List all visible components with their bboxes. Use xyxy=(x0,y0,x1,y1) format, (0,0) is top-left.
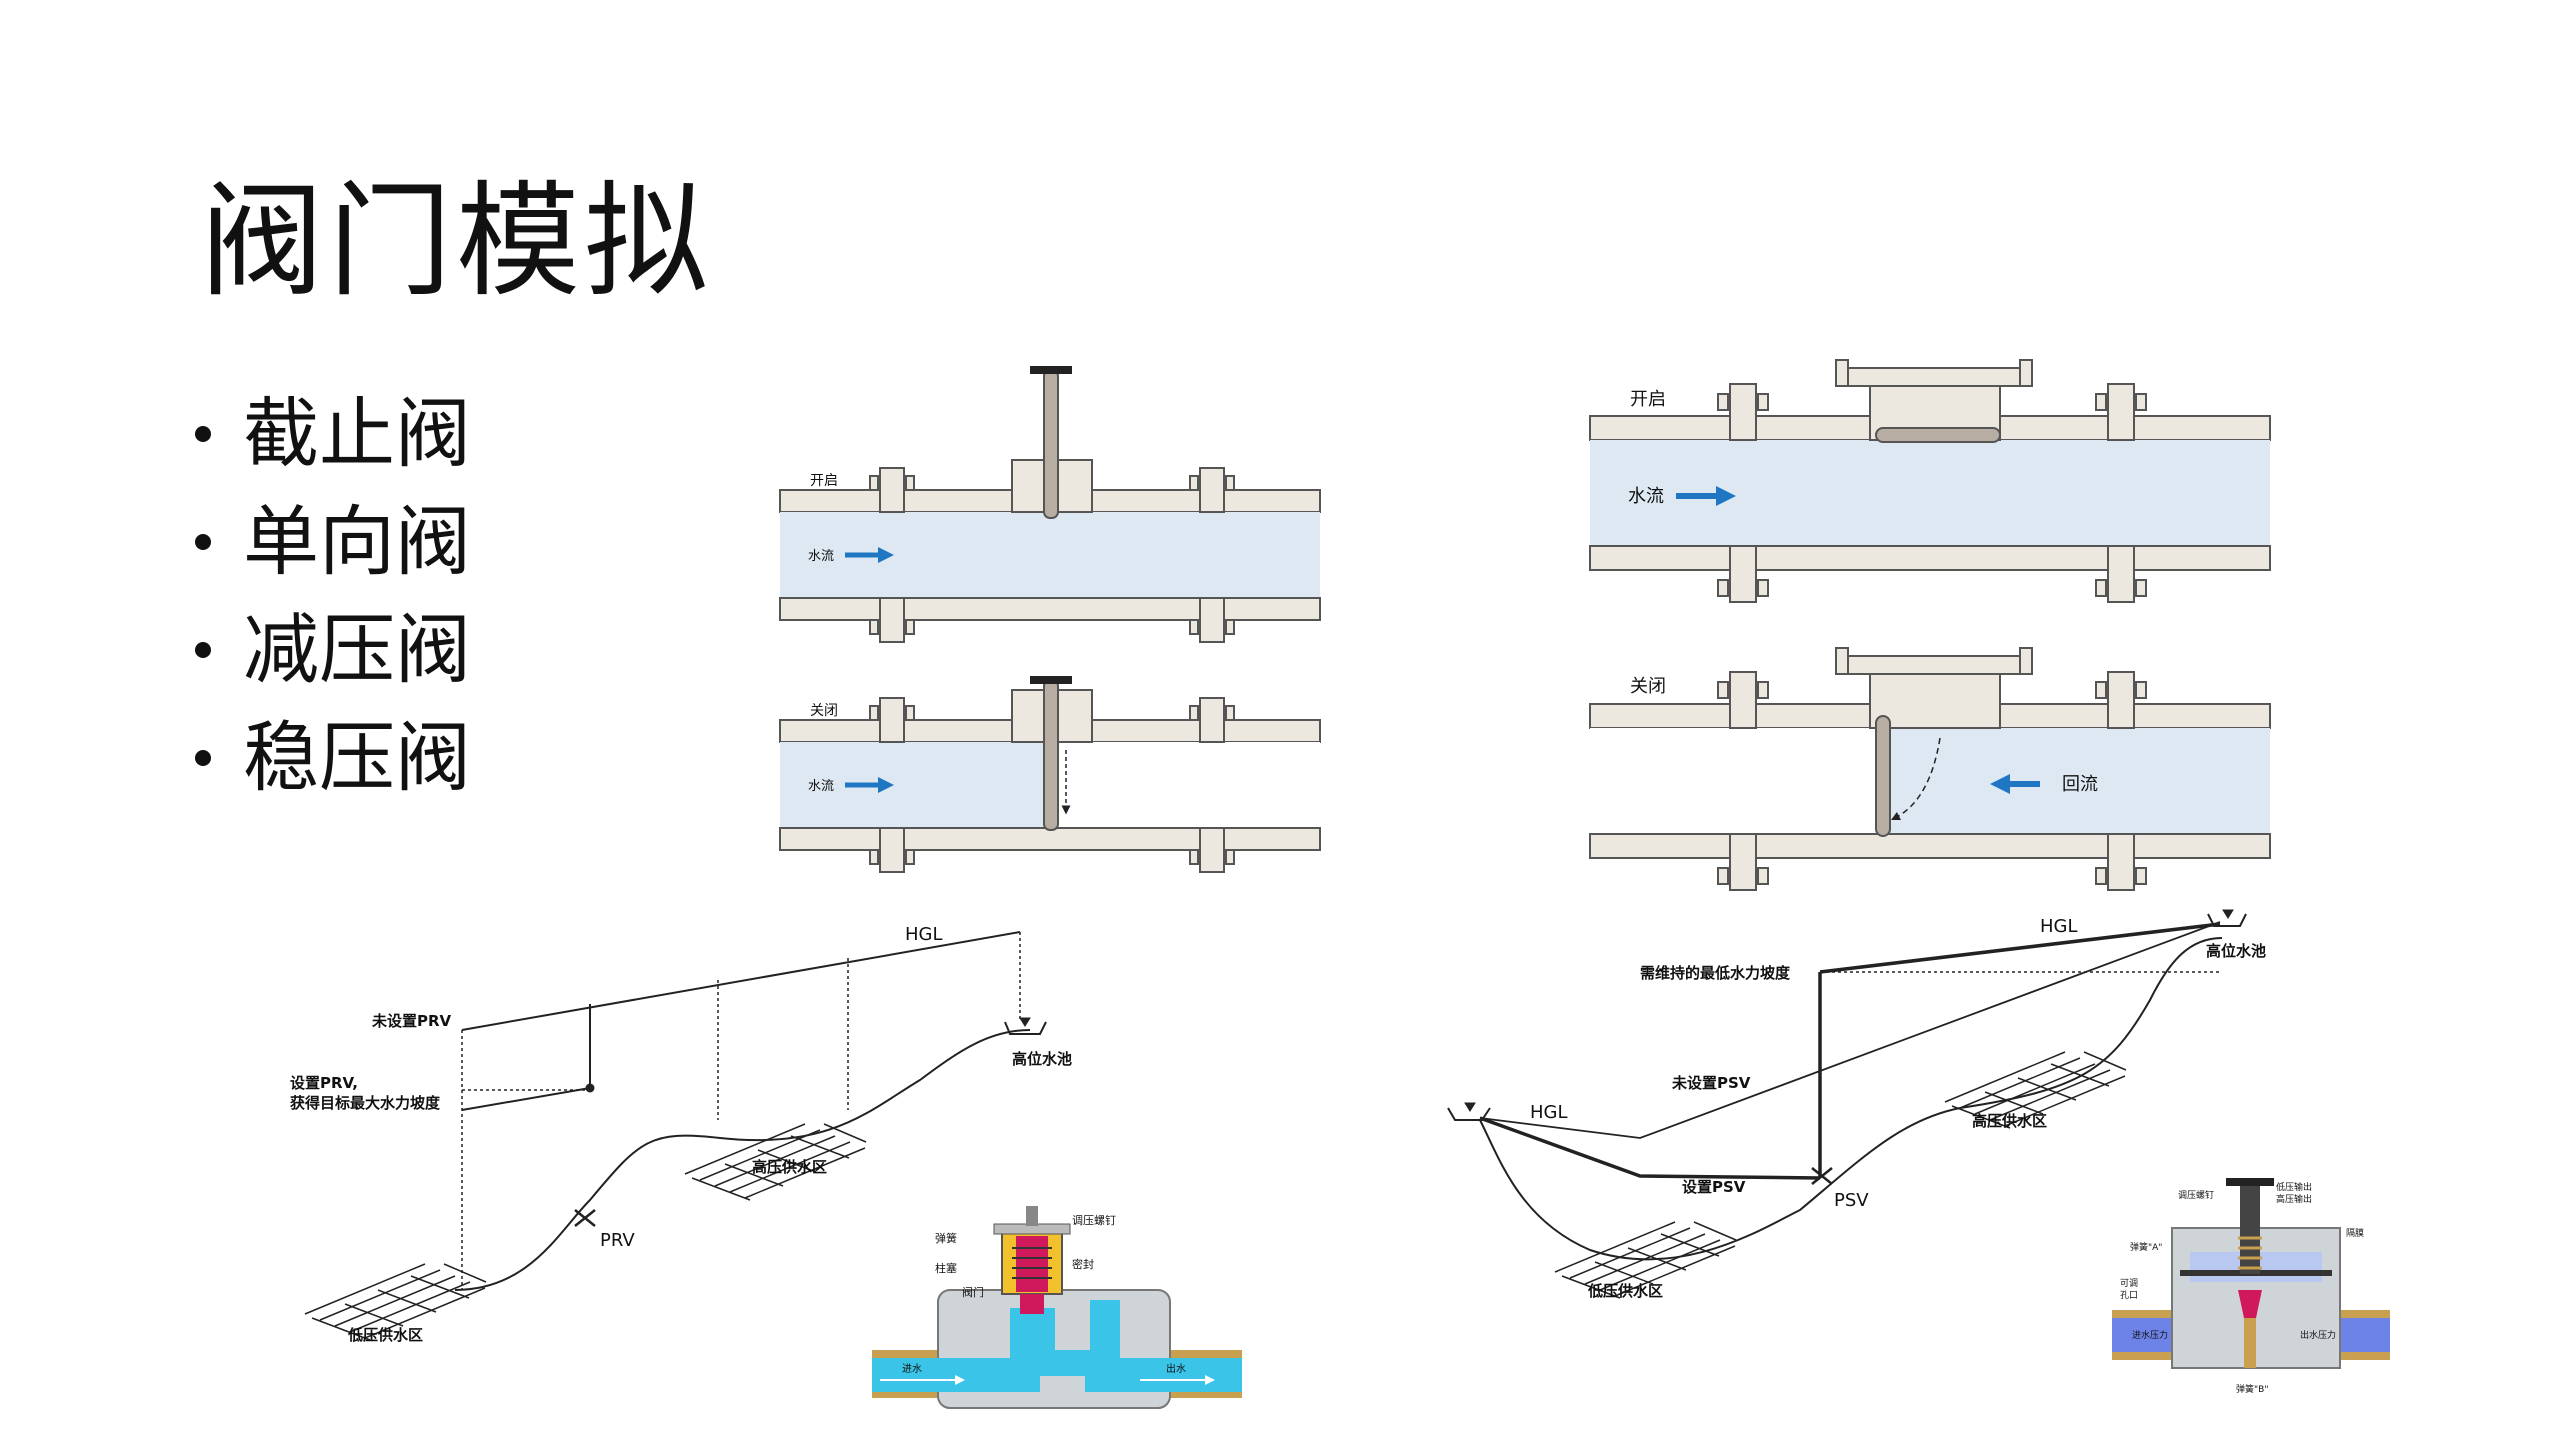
prv-none-label: 未设置PRV xyxy=(371,1012,452,1030)
globe-flow-label: 水流 xyxy=(808,779,834,794)
bullet-item: 单向阀 xyxy=(195,488,471,596)
page-title: 阀门模拟 xyxy=(200,170,713,314)
bullet-dot xyxy=(195,750,211,766)
globe-valve-closed: 关闭 水流 xyxy=(779,676,1321,873)
prv-outlet-label: 出水 xyxy=(1166,1362,1186,1375)
prv-low-zone-label: 低压供水区 xyxy=(347,1326,423,1344)
prv-inlet-label: 进水 xyxy=(902,1363,922,1375)
check-valve-open: 开启 水流 xyxy=(1589,359,2271,603)
psv-spring-a-label: 弹簧"A" xyxy=(2130,1241,2162,1253)
psv-tank-label: 高位水池 xyxy=(2206,942,2266,960)
globe-open-label: 开启 xyxy=(810,473,838,489)
check-valve-diagram: 开启 水流 关闭 回流 xyxy=(1589,359,2271,891)
psv-inlet-pressure-label: 进水压力 xyxy=(2132,1329,2168,1341)
globe-flow-label: 水流 xyxy=(808,549,834,564)
bullet-dot xyxy=(195,642,211,658)
psv-section-diagram: 低压输出 高压输出 调压螺钉 弹簧"A" 隔膜 可调 孔口 进水压力 出水压力 … xyxy=(2112,1178,2390,1395)
psv-hgl-top-label: HGL xyxy=(2040,916,2078,937)
psv-high-zone-label: 高压供水区 xyxy=(1972,1112,2047,1130)
psv-min-grade-label: 需维持的最低水力坡度 xyxy=(1640,964,1791,982)
prv-seal-label: 密封 xyxy=(1072,1257,1094,1271)
prv-hgl-labels: HGL 未设置PRV 设置PRV, 获得目标最大水力坡度 高位水池 高压供水区 … xyxy=(290,924,1072,1344)
prv-valve-label: PRV xyxy=(600,1230,635,1251)
psv-hgl-labels: HGL HGL 需维持的最低水力坡度 未设置PSV 设置PSV 高位水池 高压供… xyxy=(1530,916,2266,1300)
psv-with-label: 设置PSV xyxy=(1682,1178,1746,1196)
prv-section-diagram: 调压螺钉 弹簧 柱塞 密封 阀门 进水 出水 xyxy=(872,1206,1242,1409)
check-open-label: 开启 xyxy=(1630,389,1666,410)
psv-low-out-label: 低压输出 xyxy=(2276,1181,2312,1193)
globe-valve-open: 开启 水流 xyxy=(779,366,1321,643)
psv-outlet-pressure-label: 出水压力 xyxy=(2300,1329,2336,1341)
check-close-label: 关闭 xyxy=(1630,676,1666,697)
bullet-dot xyxy=(195,534,211,550)
prv-with-label-1: 设置PRV, xyxy=(290,1074,358,1092)
check-backflow-label: 回流 xyxy=(2062,774,2098,795)
psv-high-out-label: 高压输出 xyxy=(2276,1193,2312,1205)
prv-piston-label: 柱塞 xyxy=(935,1261,957,1275)
psv-diaphragm-label: 隔膜 xyxy=(2346,1228,2364,1239)
psv-spring-b-label: 弹簧"B" xyxy=(2236,1383,2268,1395)
psv-orifice-label-2: 孔口 xyxy=(2120,1290,2138,1301)
valve-type-list: 截止阀 单向阀 减压阀 稳压阀 xyxy=(195,380,471,812)
check-valve-closed: 关闭 回流 xyxy=(1589,647,2271,891)
prv-hgl-label: HGL xyxy=(905,924,943,945)
psv-screw-label: 调压螺钉 xyxy=(2178,1190,2214,1201)
prv-valve-part-label: 阀门 xyxy=(962,1285,984,1299)
prv-high-zone-label: 高压供水区 xyxy=(752,1158,827,1176)
prv-with-label-2: 获得目标最大水力坡度 xyxy=(290,1094,441,1112)
psv-valve-label: PSV xyxy=(1834,1190,1869,1211)
psv-hgl-left-label: HGL xyxy=(1530,1102,1568,1123)
psv-low-zone-label: 低压供水区 xyxy=(1587,1282,1663,1300)
bullet-item: 截止阀 xyxy=(195,380,471,488)
globe-valve-diagram: 开启 水流 关闭 水流 xyxy=(779,366,1321,873)
check-flow-label: 水流 xyxy=(1628,486,1664,507)
bullet-item: 稳压阀 xyxy=(195,704,471,812)
prv-valve-icon xyxy=(574,1209,596,1227)
globe-close-label: 关闭 xyxy=(810,703,838,719)
psv-none-label: 未设置PSV xyxy=(1671,1074,1751,1092)
prv-screw-label: 调压螺钉 xyxy=(1072,1214,1116,1227)
prv-tank-label: 高位水池 xyxy=(1012,1050,1072,1068)
bullet-item: 减压阀 xyxy=(195,596,471,704)
prv-spring-label: 弹簧 xyxy=(935,1231,957,1245)
psv-orifice-label-1: 可调 xyxy=(2120,1278,2138,1289)
bullet-dot xyxy=(195,426,211,442)
psv-hgl-diagram xyxy=(1447,909,2247,1299)
prv-hgl-diagram xyxy=(304,931,1047,1341)
psv-valve-icon xyxy=(1811,1167,1833,1185)
